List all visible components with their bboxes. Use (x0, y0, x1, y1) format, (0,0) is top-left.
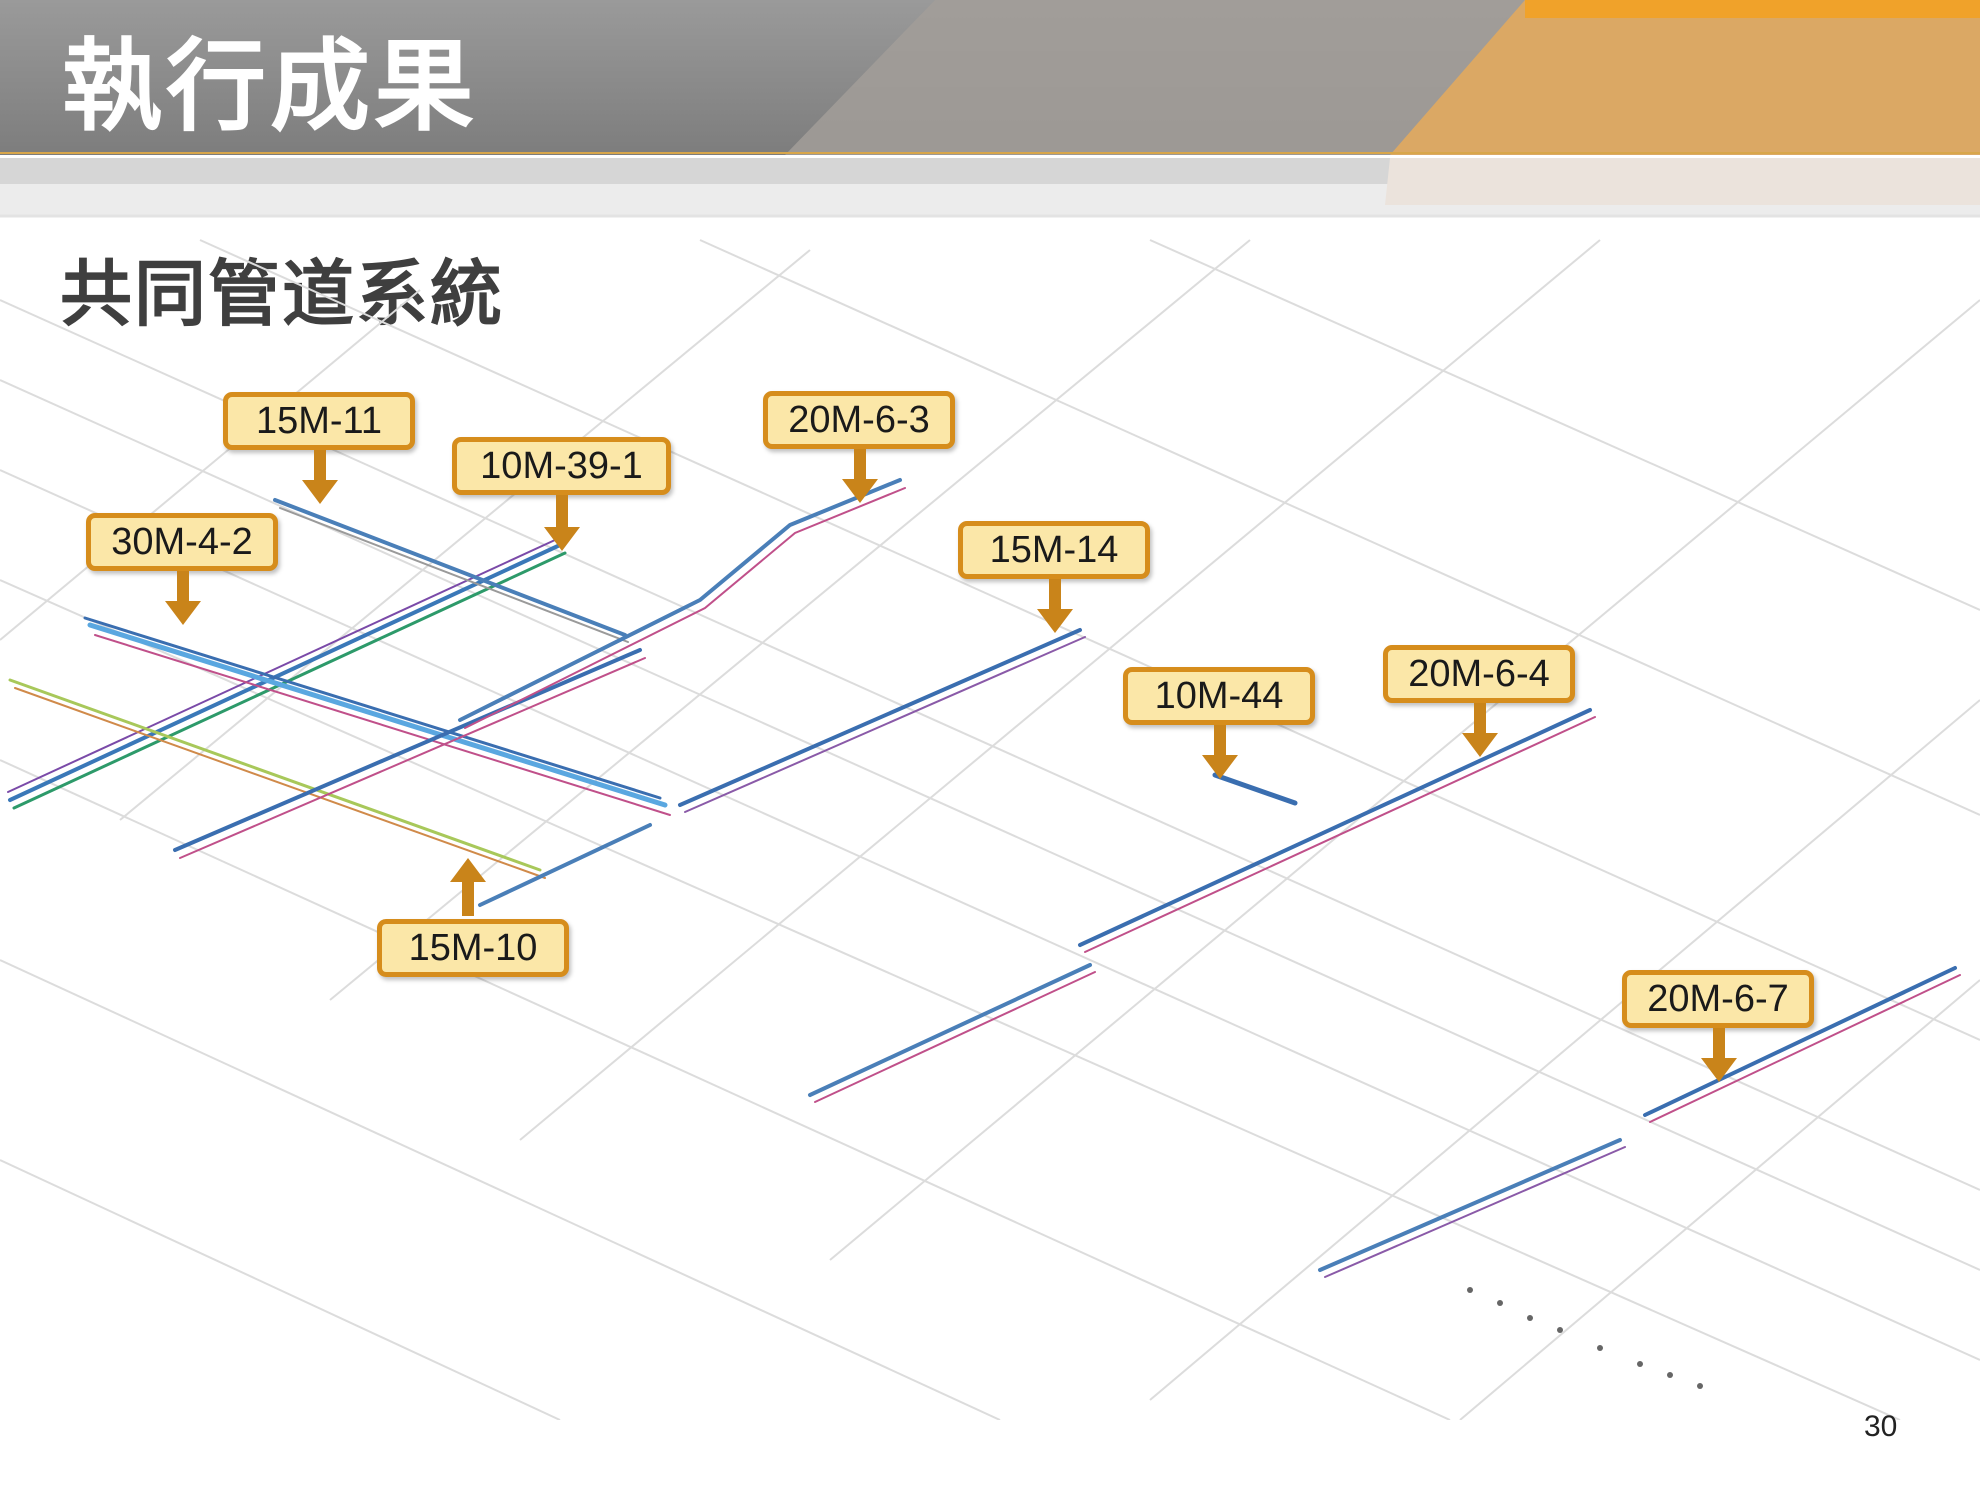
callout-15M-10: 15M-10 (377, 919, 569, 977)
arrow-down-icon (1037, 579, 1073, 633)
callout-15M-14: 15M-14 (958, 521, 1150, 579)
arrow-down-icon (544, 495, 580, 551)
arrow-down-icon (1701, 1028, 1737, 1082)
page-title: 執行成果 (62, 28, 478, 145)
callout-20M-6-7: 20M-6-7 (1622, 970, 1814, 1028)
tunnel-lines (7, 478, 1961, 1278)
arrow-down-icon (165, 571, 201, 625)
page-number: 30 (1864, 1410, 1898, 1443)
arrow-down-icon (302, 450, 338, 504)
arrow-down-icon (1462, 703, 1498, 757)
section-heading: 共同管道系統 (60, 252, 505, 336)
callout-10M-39-1: 10M-39-1 (452, 437, 671, 495)
arrow-down-icon (1202, 725, 1238, 779)
header-banner (0, 0, 1980, 218)
callout-20M-6-4: 20M-6-4 (1383, 645, 1575, 703)
scattered-markers (1467, 1287, 1703, 1389)
arrow-up-icon (450, 858, 486, 916)
callout-10M-44: 10M-44 (1123, 667, 1315, 725)
callout-20M-6-3: 20M-6-3 (763, 391, 955, 449)
callout-15M-11: 15M-11 (223, 392, 415, 450)
callout-30M-4-2: 30M-4-2 (86, 513, 278, 571)
arrow-down-icon (842, 449, 878, 503)
